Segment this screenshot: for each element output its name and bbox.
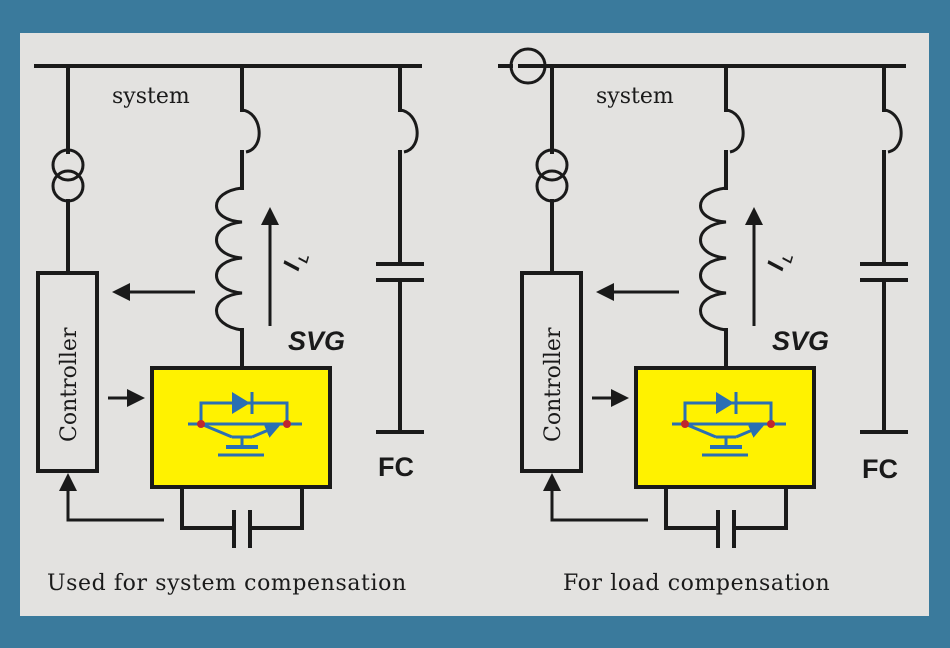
system-compensation-diagram: system Controller SVG I L FC Used for sy…: [36, 66, 422, 596]
load-compensation-diagram: system Controller SVG I L FC For load co…: [498, 47, 906, 596]
fc-label: FC: [378, 452, 414, 482]
svg-text:L: L: [294, 252, 312, 265]
svg-text:L: L: [778, 252, 796, 265]
svg-label: SVG: [772, 326, 829, 356]
fc-label: FC: [862, 454, 898, 484]
controller-label: Controller: [541, 327, 566, 442]
caption-system-compensation: Used for system compensation: [47, 571, 407, 596]
controller-label: Controller: [57, 327, 82, 442]
diagram-panel: [20, 33, 929, 616]
system-label: system: [596, 84, 674, 109]
caption-load-compensation: For load compensation: [563, 571, 830, 596]
system-label: system: [112, 84, 190, 109]
current-label: I L: [278, 252, 312, 274]
svg-label: SVG: [288, 326, 345, 356]
current-label: I L: [762, 252, 796, 274]
